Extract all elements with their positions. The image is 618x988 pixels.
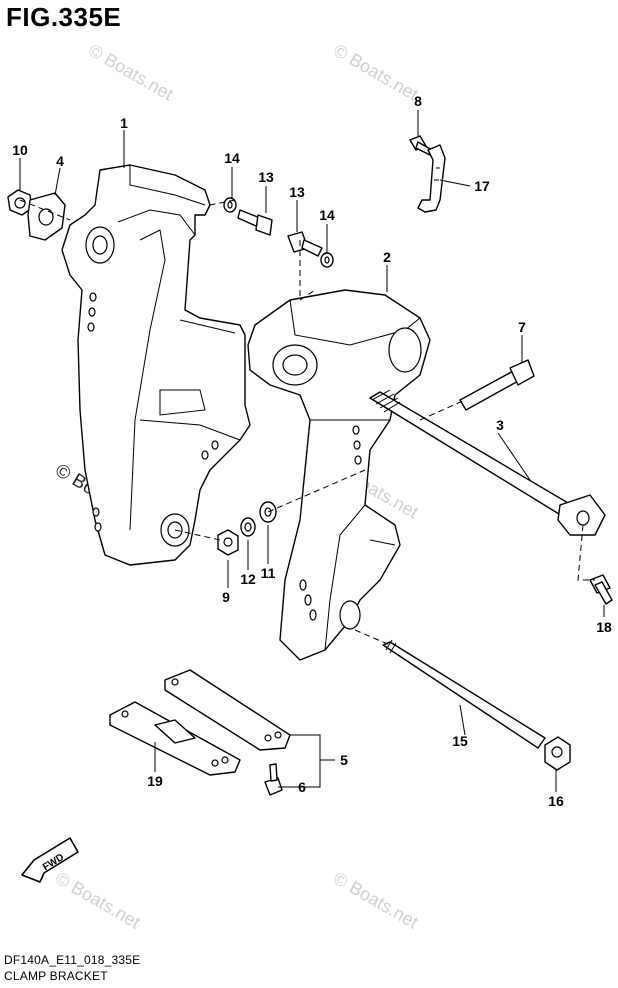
callout-8: 8: [414, 93, 422, 109]
part-11-washer: [259, 501, 277, 523]
callout-15: 15: [452, 733, 468, 749]
part-7-bolt: [459, 359, 535, 411]
callout-2: 2: [383, 249, 391, 265]
figure-model-code: DF140A_E11_018_335E: [4, 953, 141, 967]
figure-name: CLAMP BRACKET: [4, 969, 108, 983]
callout-1: 1: [120, 115, 128, 131]
part-1-clamp-bracket-left: [61, 164, 251, 566]
part-9-nut: [217, 529, 239, 556]
callout-11: 11: [261, 565, 276, 581]
callout-3: 3: [496, 417, 504, 433]
part-18-small-bolt: [589, 574, 613, 605]
part-13-bolt-upper: [237, 209, 273, 236]
figure-title: FIG.335E: [6, 2, 122, 32]
fwd-arrow-icon: [21, 837, 79, 883]
part-2-clamp-bracket-right: [247, 289, 431, 661]
callout-4: 4: [56, 153, 64, 169]
part-19-plate: [109, 701, 241, 776]
part-17-clip: [417, 144, 446, 213]
callout-19: 19: [147, 773, 163, 789]
callout-17: 17: [474, 178, 490, 194]
part-12-washer: [240, 517, 256, 537]
callout-14-upper: 14: [224, 150, 240, 166]
callout-10: 10: [12, 142, 28, 158]
callout-6: 6: [298, 779, 306, 795]
callout-9: 9: [222, 589, 230, 605]
callout-18: 18: [596, 619, 612, 635]
part-4-plate: [27, 192, 66, 241]
part-13-bolt-lower: [287, 231, 323, 257]
part-14-washer-upper: [223, 197, 237, 213]
callout-12: 12: [240, 571, 256, 587]
part-15-through-bolt: [382, 639, 546, 749]
callout-13-upper: 13: [258, 169, 274, 185]
part-16-nut: [544, 736, 571, 771]
part-5-plate: [164, 669, 291, 751]
part-3-tilt-shaft: [369, 389, 606, 536]
callout-13-lower: 13: [289, 184, 305, 200]
callout-16: 16: [548, 793, 564, 809]
part-14-washer-lower: [320, 252, 334, 268]
part-6-bolt: [264, 763, 283, 796]
callout-7: 7: [518, 319, 526, 335]
callout-14-lower: 14: [319, 207, 335, 223]
callout-5: 5: [340, 752, 348, 768]
